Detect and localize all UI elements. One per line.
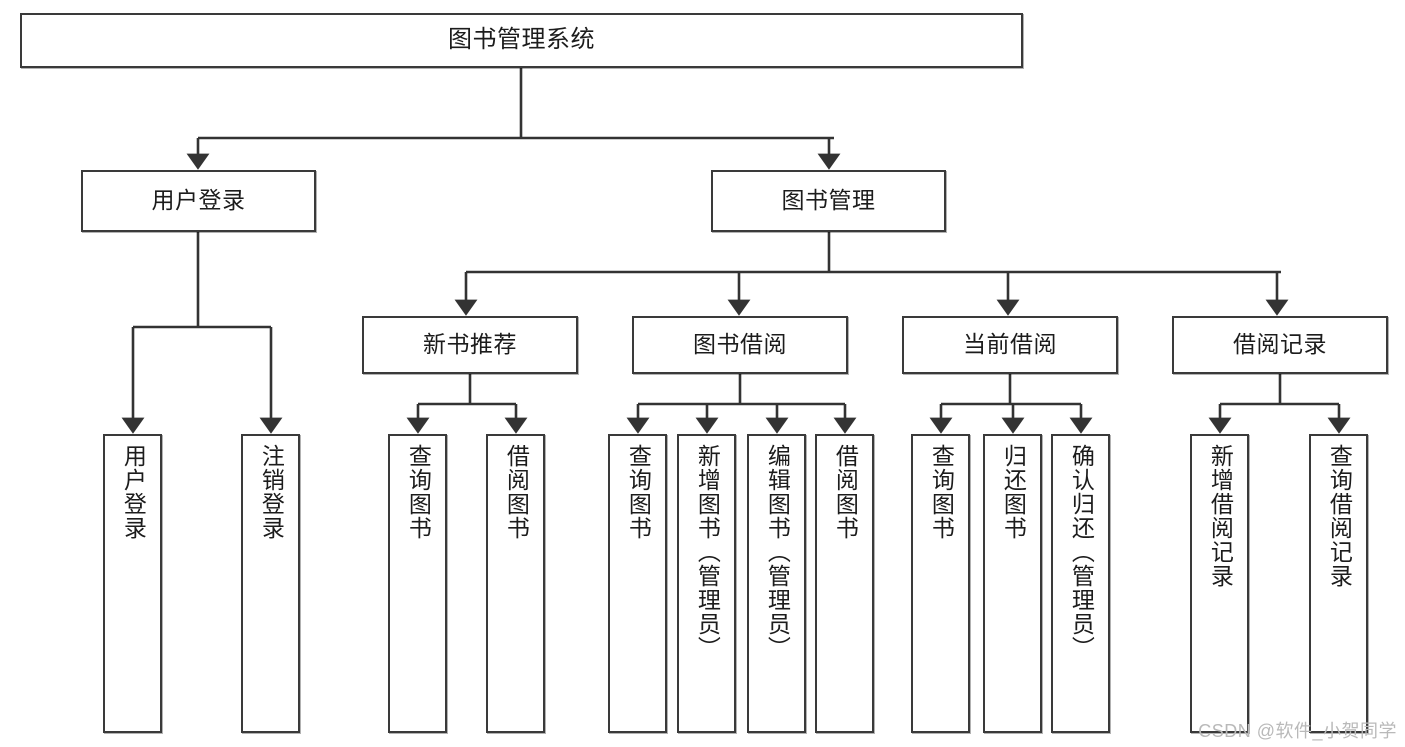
leaf-edit-book-admin[interactable]: 编辑图书（管理员） <box>747 434 806 733</box>
leaf-add-book-admin[interactable]: 新增图书（管理员） <box>677 434 736 733</box>
watermark-text: CSDN @软件_小贺同学 <box>1198 721 1397 741</box>
node-root[interactable]: 图书管理系统 <box>20 13 1023 68</box>
leaf-query-book-newbook-label: 查询图书 <box>405 444 432 540</box>
node-user-login[interactable]: 用户登录 <box>81 170 316 232</box>
leaf-borrow-book-newbook-label: 借阅图书 <box>503 444 530 540</box>
node-current-borrow[interactable]: 当前借阅 <box>902 316 1118 374</box>
leaf-return-book[interactable]: 归还图书 <box>983 434 1042 733</box>
leaf-borrow-book[interactable]: 借阅图书 <box>815 434 874 733</box>
leaf-user-login[interactable]: 用户登录 <box>103 434 162 733</box>
leaf-query-borrow-record-label: 查询借阅记录 <box>1326 444 1353 588</box>
leaf-query-book-current-label: 查询图书 <box>928 444 955 540</box>
leaf-add-borrow-record-label: 新增借阅记录 <box>1207 444 1234 588</box>
leaf-user-login-label: 用户登录 <box>120 444 147 540</box>
node-book-management[interactable]: 图书管理 <box>711 170 946 232</box>
leaf-logout[interactable]: 注销登录 <box>241 434 300 733</box>
leaf-query-book-borrow-label: 查询图书 <box>625 444 652 540</box>
leaf-borrow-book-label: 借阅图书 <box>832 444 859 540</box>
node-book-management-label: 图书管理 <box>781 187 876 214</box>
leaf-query-book-current[interactable]: 查询图书 <box>911 434 970 733</box>
leaf-query-book-borrow[interactable]: 查询图书 <box>608 434 667 733</box>
leaf-add-borrow-record[interactable]: 新增借阅记录 <box>1190 434 1249 733</box>
leaf-borrow-book-newbook[interactable]: 借阅图书 <box>486 434 545 733</box>
node-book-borrow-label: 图书借阅 <box>693 331 787 358</box>
node-borrow-record[interactable]: 借阅记录 <box>1172 316 1388 374</box>
node-user-login-label: 用户登录 <box>151 187 246 214</box>
leaf-confirm-return-admin-label: 确认归还（管理员） <box>1068 444 1095 660</box>
leaf-confirm-return-admin[interactable]: 确认归还（管理员） <box>1051 434 1110 733</box>
node-new-book-recommend[interactable]: 新书推荐 <box>362 316 578 374</box>
leaf-edit-book-admin-label: 编辑图书（管理员） <box>764 444 791 660</box>
leaf-add-book-admin-label: 新增图书（管理员） <box>694 444 721 660</box>
node-new-book-recommend-label: 新书推荐 <box>423 331 517 358</box>
node-root-label: 图书管理系统 <box>448 26 595 54</box>
leaf-return-book-label: 归还图书 <box>1000 444 1027 540</box>
leaf-query-borrow-record[interactable]: 查询借阅记录 <box>1309 434 1368 733</box>
leaf-logout-label: 注销登录 <box>258 444 285 540</box>
node-borrow-record-label: 借阅记录 <box>1233 331 1327 358</box>
leaf-query-book-newbook[interactable]: 查询图书 <box>388 434 447 733</box>
node-current-borrow-label: 当前借阅 <box>963 331 1057 358</box>
node-book-borrow[interactable]: 图书借阅 <box>632 316 848 374</box>
